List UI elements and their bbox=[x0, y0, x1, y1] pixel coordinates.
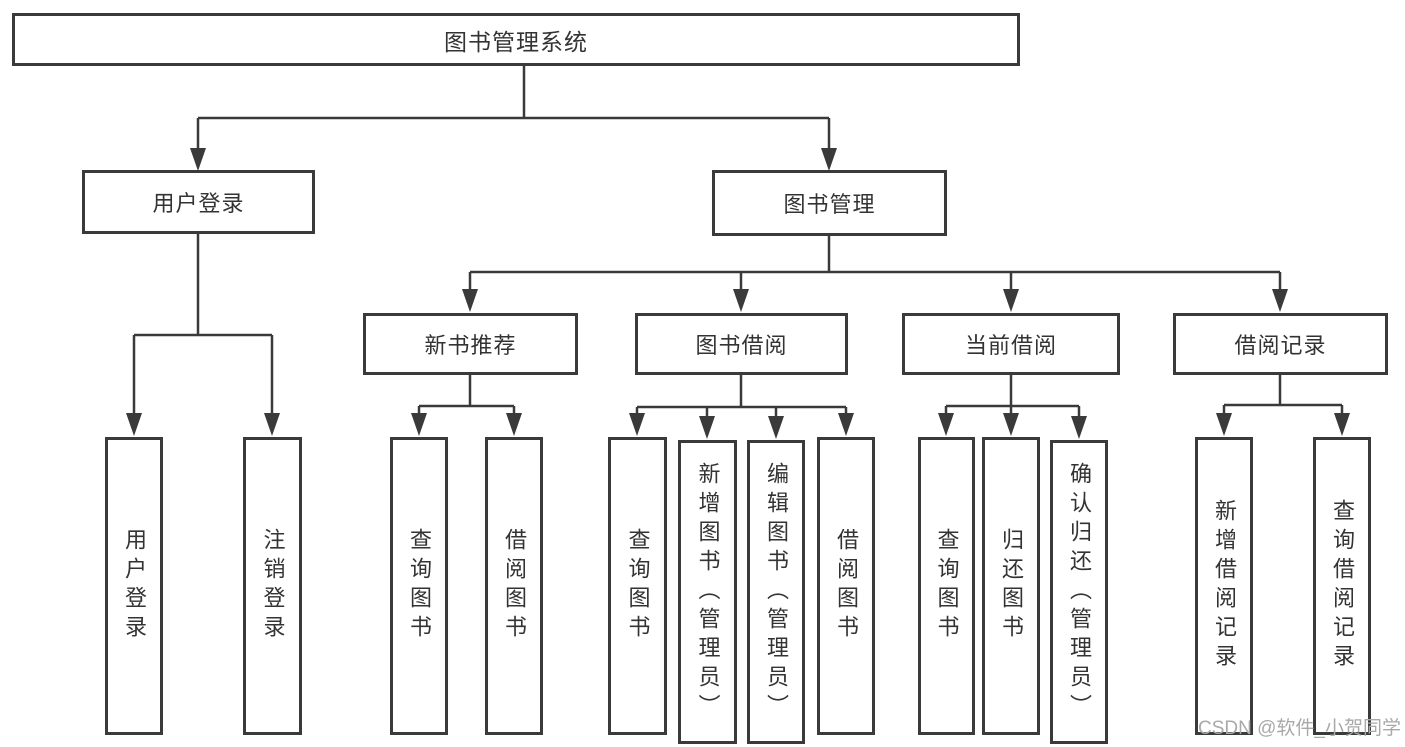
leaf-query-books-recommend: 查询图书 bbox=[390, 437, 448, 735]
node-user-login: 用户登录 bbox=[82, 170, 315, 234]
leaf-query-books-current: 查询图书 bbox=[918, 437, 975, 735]
leaf-add-books-admin: 新增图书（管理员） bbox=[678, 440, 737, 744]
arrowhead bbox=[629, 413, 645, 436]
node-library-management-system: 图书管理系统 bbox=[12, 13, 1020, 66]
leaf-user-login: 用户登录 bbox=[105, 437, 163, 735]
arrowhead bbox=[411, 413, 427, 436]
leaf-label: 查询图书 bbox=[625, 528, 651, 644]
leaf-label: 确认归还（管理员） bbox=[1067, 461, 1092, 723]
arrowhead bbox=[1272, 289, 1288, 312]
leaf-label: 归还图书 bbox=[999, 528, 1024, 644]
node-label: 图书管理 bbox=[783, 192, 876, 217]
node-label: 图书借阅 bbox=[695, 333, 788, 358]
leaf-label: 新增借阅记录 bbox=[1212, 499, 1237, 673]
arrowhead bbox=[938, 413, 954, 436]
arrowhead bbox=[1003, 413, 1019, 436]
connector-book-management-branch bbox=[468, 236, 1282, 294]
leaf-confirm-return-admin: 确认归还（管理员） bbox=[1050, 440, 1108, 744]
node-label: 新书推荐 bbox=[424, 333, 517, 358]
arrowhead bbox=[462, 289, 478, 312]
leaf-label: 查询图书 bbox=[934, 528, 960, 644]
leaf-edit-books-admin: 编辑图书（管理员） bbox=[747, 440, 805, 744]
arrowhead bbox=[190, 148, 206, 171]
leaf-label: 编辑图书（管理员） bbox=[764, 461, 789, 723]
leaf-add-borrow-record: 新增借阅记录 bbox=[1195, 437, 1253, 735]
connector-borrow-records-branch bbox=[1222, 375, 1344, 418]
node-new-book-recommend: 新书推荐 bbox=[363, 313, 578, 375]
connector-user-login-branch bbox=[132, 234, 274, 418]
node-book-borrow: 图书借阅 bbox=[635, 313, 848, 375]
leaf-label: 注销登录 bbox=[260, 528, 286, 644]
leaf-query-borrow-record: 查询借阅记录 bbox=[1313, 437, 1371, 735]
leaf-borrow-books-recommend: 借阅图书 bbox=[485, 437, 543, 735]
leaf-query-books-borrow: 查询图书 bbox=[608, 437, 667, 735]
node-label: 当前借阅 bbox=[964, 333, 1057, 358]
leaf-logout: 注销登录 bbox=[243, 437, 302, 735]
arrowhead bbox=[1334, 413, 1350, 436]
leaf-label: 借阅图书 bbox=[502, 528, 527, 644]
arrowhead bbox=[768, 416, 784, 439]
leaf-label: 借阅图书 bbox=[834, 528, 859, 644]
arrowhead bbox=[506, 413, 522, 436]
arrowhead bbox=[821, 148, 837, 171]
connector-new-book-branch bbox=[417, 375, 516, 418]
connector-book-borrow-branch bbox=[635, 375, 848, 421]
connector-root-branch bbox=[196, 66, 831, 152]
node-label: 图书管理系统 bbox=[444, 28, 588, 55]
arrowhead bbox=[838, 413, 854, 436]
arrowhead bbox=[126, 413, 142, 436]
arrowhead bbox=[1071, 416, 1087, 439]
leaf-return-books: 归还图书 bbox=[982, 437, 1040, 735]
arrowhead bbox=[699, 416, 715, 439]
node-current-borrow: 当前借阅 bbox=[902, 313, 1120, 375]
node-label: 借阅记录 bbox=[1234, 333, 1327, 358]
node-book-management: 图书管理 bbox=[712, 170, 947, 236]
leaf-label: 查询借阅记录 bbox=[1330, 499, 1355, 673]
arrowhead bbox=[1003, 289, 1019, 312]
node-borrow-records: 借阅记录 bbox=[1173, 313, 1388, 375]
arrowhead bbox=[264, 413, 280, 436]
arrowhead bbox=[1216, 413, 1232, 436]
leaf-borrow-books: 借阅图书 bbox=[817, 437, 875, 735]
leaf-label: 用户登录 bbox=[122, 528, 147, 644]
connector-current-borrow-branch bbox=[944, 375, 1081, 421]
arrowhead bbox=[733, 289, 749, 312]
leaf-label: 查询图书 bbox=[407, 528, 432, 644]
csdn-watermark: CSDN @软件_小贺同学 bbox=[1198, 718, 1401, 739]
node-label: 用户登录 bbox=[152, 191, 245, 216]
leaf-label: 新增图书（管理员） bbox=[695, 461, 721, 723]
